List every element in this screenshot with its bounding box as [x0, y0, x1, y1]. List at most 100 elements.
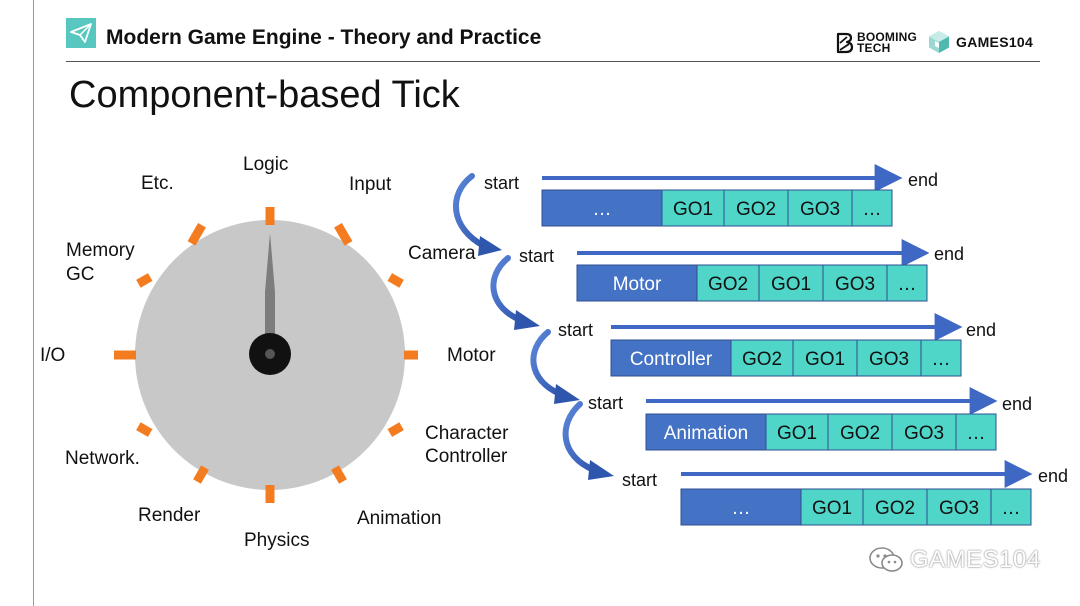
go-cell	[990, 488, 1032, 526]
row-head-cell	[645, 413, 767, 451]
start-label: start	[558, 320, 593, 340]
go-text: …	[1002, 498, 1021, 519]
booming-tech-logo-icon	[836, 32, 854, 54]
dial-label-etc: Etc.	[141, 173, 174, 194]
dial-tick	[387, 422, 404, 437]
end-label: end	[1002, 394, 1032, 414]
go-cell	[886, 264, 928, 302]
dial-tick	[193, 465, 209, 484]
dial-label-network: Network.	[65, 448, 140, 469]
go-text: GO3	[939, 498, 979, 519]
dial-label-logic: Logic	[243, 154, 288, 175]
end-label: end	[1038, 466, 1068, 486]
go-cell	[955, 413, 997, 451]
swoop-arrows	[452, 173, 614, 480]
wechat-icon	[869, 547, 903, 572]
swoop-arrow-2	[490, 255, 540, 330]
pipeline-row-2: start end Motor GO2 GO1 GO3 …	[519, 239, 964, 302]
go-cell	[862, 488, 928, 526]
dial-label-animation: Animation	[357, 508, 442, 529]
dial-label-gc: GC	[66, 264, 95, 285]
go-text: GO3	[869, 349, 909, 370]
dial-label-controller: Controller	[425, 446, 508, 467]
go-text: GO3	[904, 423, 944, 444]
dial-hand	[265, 233, 275, 342]
row-head-text: Controller	[630, 349, 713, 370]
go-text: GO2	[840, 423, 880, 444]
booming-line2: TECH	[857, 41, 891, 55]
go-text: GO2	[708, 274, 748, 295]
left-border-rule	[33, 0, 34, 606]
dial-label-character: Character	[425, 423, 509, 444]
start-label: start	[588, 393, 623, 413]
go-text: …	[967, 423, 986, 444]
pipeline-row-3: start end Controller GO2 GO1 GO3 …	[558, 313, 996, 377]
go-text: …	[932, 349, 951, 370]
dial-label-camera: Camera	[408, 243, 476, 264]
go-text: GO3	[835, 274, 875, 295]
go-cell	[920, 339, 962, 377]
dial-label-render: Render	[138, 505, 201, 526]
go-text: GO1	[777, 423, 817, 444]
row-head-text: Animation	[664, 423, 749, 444]
dial-label-motor: Motor	[447, 345, 496, 366]
row-head-text: Motor	[613, 274, 662, 295]
booming-tech-brand: BOOMING TECH	[836, 30, 917, 56]
go-cell	[926, 488, 992, 526]
dial-tick	[387, 273, 404, 288]
row-head-text: …	[593, 199, 612, 220]
dial-tick	[136, 422, 153, 437]
start-label: start	[622, 470, 657, 490]
go-text: …	[863, 199, 882, 220]
games104-brand: GAMES104	[926, 28, 1033, 56]
swoop-arrow-1	[452, 173, 502, 256]
swoop-arrow-3	[530, 329, 580, 404]
course-title: Modern Game Engine - Theory and Practice	[106, 26, 542, 49]
dial-labels: Logic Input Camera Motor Character Contr…	[40, 154, 509, 551]
go-cell	[758, 264, 824, 302]
go-cell	[696, 264, 760, 302]
go-text: GO3	[800, 199, 840, 220]
dial-tick	[136, 273, 153, 288]
paper-plane-logo-icon	[66, 18, 96, 48]
header-divider	[66, 61, 1040, 62]
go-text: GO1	[805, 349, 845, 370]
swoop-arrow-4	[562, 401, 614, 480]
dial-ticks	[114, 207, 418, 503]
row-head-cell	[541, 189, 663, 227]
dial-tick	[331, 465, 347, 484]
start-label: start	[519, 246, 554, 266]
dial-tick	[334, 222, 353, 246]
row-head-cell	[576, 264, 698, 302]
pipeline-row-1: start end … GO1 GO2 GO3 …	[484, 164, 938, 227]
dial-hub-pin	[265, 349, 275, 359]
start-label: start	[484, 173, 519, 193]
pipeline: start end … GO1 GO2 GO3 … start end Moto…	[452, 164, 1068, 526]
dial	[114, 207, 418, 503]
go-text: GO2	[742, 349, 782, 370]
end-label: end	[908, 170, 938, 190]
pipeline-row-5: start end … GO1 GO2 GO3 …	[622, 460, 1068, 526]
end-label: end	[966, 320, 996, 340]
go-cell	[891, 413, 957, 451]
go-cell	[787, 189, 853, 227]
dial-label-io: I/O	[40, 345, 65, 366]
row-head-text: …	[732, 498, 751, 519]
go-text: …	[898, 274, 917, 295]
row-head-cell	[610, 339, 732, 377]
booming-line1: BOOMING	[857, 30, 918, 44]
go-text: GO2	[875, 498, 915, 519]
games104-watermark: GAMES104	[868, 546, 1041, 574]
games104-wordmark: GAMES104	[956, 34, 1034, 50]
end-label: end	[934, 244, 964, 264]
dial-label-physics: Physics	[244, 530, 309, 551]
go-cell	[822, 264, 888, 302]
go-text: GO1	[771, 274, 811, 295]
go-cell	[851, 189, 893, 227]
go-cell	[856, 339, 922, 377]
slide-header: Modern Game Engine - Theory and Practice…	[0, 0, 1080, 62]
pipeline-row-4: start end Animation GO1 GO2 GO3 …	[588, 387, 1032, 451]
go-cell	[765, 413, 829, 451]
go-cell	[723, 189, 789, 227]
